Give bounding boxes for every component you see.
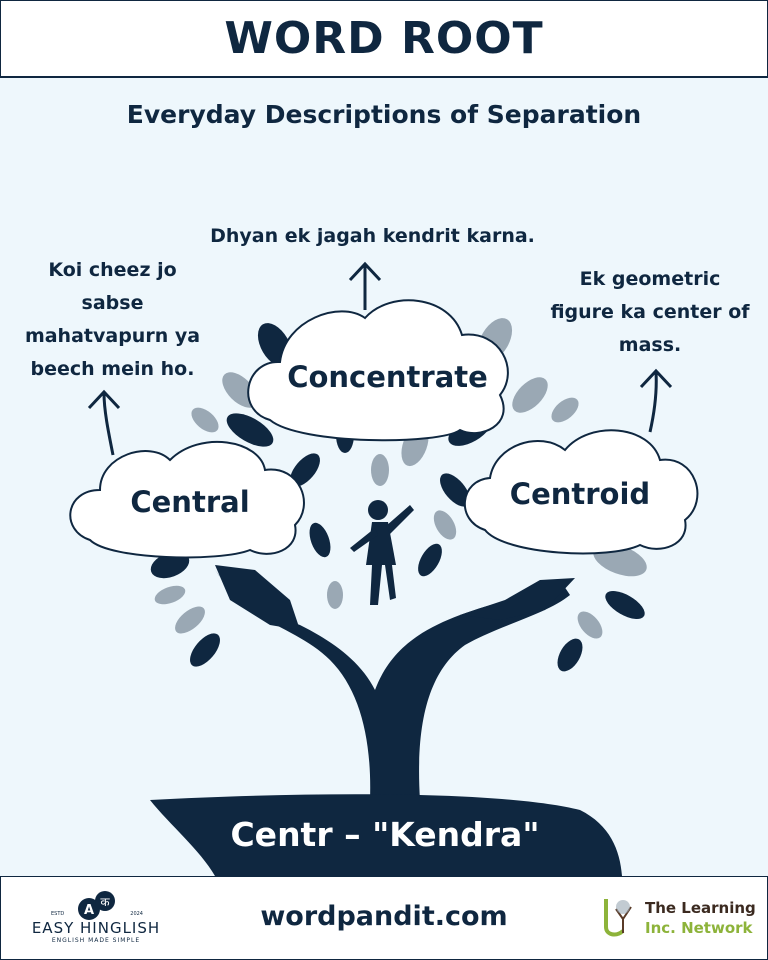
estd-text: ESTD xyxy=(51,911,65,917)
easy-hinglish-logo: A क ESTD 2024 EASY HINGLISH ENGLISH MADE… xyxy=(31,889,161,944)
meaning-line: Koi cheez jo xyxy=(48,259,177,281)
child-silhouette xyxy=(350,500,414,605)
website-link[interactable]: wordpandit.com xyxy=(260,901,508,932)
clouds xyxy=(69,299,699,559)
centroid-meaning: Ek geometric figure ka center of mass. xyxy=(535,263,765,362)
up-arrows xyxy=(87,261,673,456)
logo-line2: Inc. Network xyxy=(645,919,753,937)
meaning-line: figure ka center of xyxy=(550,301,750,323)
logo-tagline: ENGLISH MADE SIMPLE xyxy=(51,937,141,944)
central-meaning: Koi cheez jo sabse mahatvapurn ya beech … xyxy=(10,254,215,386)
concentrate-meaning: Dhyan ek jagah kendrit karna. xyxy=(210,225,535,247)
root-label: Centr – "Kendra" xyxy=(230,815,540,854)
word-centroid: Centroid xyxy=(509,477,651,511)
meaning-line: sabse xyxy=(81,292,144,314)
logo-name: EASY HINGLISH xyxy=(31,919,161,937)
svg-text:क: क xyxy=(100,895,110,909)
svg-text:A: A xyxy=(84,903,94,918)
hand-right xyxy=(460,578,575,620)
header: WORD ROOT xyxy=(0,0,768,78)
page-title: WORD ROOT xyxy=(224,13,544,64)
hand-left xyxy=(215,565,300,630)
meaning-line: beech mein ho. xyxy=(30,358,195,380)
footer: A क ESTD 2024 EASY HINGLISH ENGLISH MADE… xyxy=(0,876,768,960)
year-text: 2024 xyxy=(130,911,143,917)
tree-logo-icon xyxy=(604,899,632,937)
ground xyxy=(150,794,622,876)
trunk xyxy=(215,570,570,800)
word-central: Central xyxy=(130,485,250,519)
meaning-line: mass. xyxy=(618,334,682,356)
logo-line1: The Learning xyxy=(645,899,756,917)
meaning-line: Ek geometric xyxy=(579,268,721,290)
speech-bubbles-icon: A क xyxy=(78,891,115,920)
learning-network-logo: The Learning Inc. Network xyxy=(601,897,756,943)
subtitle: Everyday Descriptions of Separation xyxy=(126,100,642,129)
meaning-line: mahatvapurn ya xyxy=(24,325,201,347)
word-concentrate: Concentrate xyxy=(287,360,488,394)
